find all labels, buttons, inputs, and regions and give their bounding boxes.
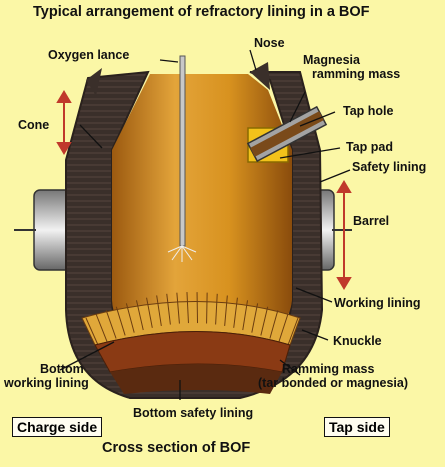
label-bottom-working-2: working lining: [4, 376, 89, 390]
tap-hole-shape: [246, 105, 328, 163]
brick-joint: [287, 317, 299, 346]
nose-left: [86, 68, 102, 96]
brick-joint: [251, 303, 259, 333]
left-trunnion: [14, 189, 73, 271]
label-magnesia-1: Magnesia: [303, 53, 360, 67]
label-bottom-safety: Bottom safety lining: [133, 406, 254, 420]
charge-side-box: Charge side: [12, 417, 103, 437]
oxygen-lance: [167, 55, 197, 262]
brick-joint: [224, 295, 228, 326]
brick-joint: [166, 293, 171, 325]
label-knuckle: Knuckle: [333, 334, 382, 348]
label-tap-hole: Tap hole: [343, 104, 394, 118]
label-ramming-2: (tar bonded or magnesia): [258, 376, 409, 390]
diagram-caption: Cross section of BOF: [102, 440, 251, 456]
brick-joint: [278, 313, 289, 342]
brick-joint: [115, 306, 126, 336]
label-barrel: Barrel: [353, 214, 390, 228]
brick-joint: [233, 297, 238, 328]
brick-joint: [146, 297, 153, 328]
brick-joint: [260, 306, 269, 336]
label-bottom-working-1: Bottom: [40, 362, 84, 376]
barrel-arrow: [336, 180, 352, 290]
brick-joint: [206, 292, 208, 324]
brick-joint: [85, 317, 99, 346]
brick-joint: [135, 300, 144, 331]
label-safety-lining: Safety lining: [352, 160, 427, 174]
label-cone: Cone: [18, 118, 50, 132]
brick-joint: [242, 300, 249, 331]
brick-joint: [125, 303, 135, 333]
label-magnesia-2: ramming mass: [312, 67, 401, 81]
cone-arrow: [56, 90, 72, 155]
label-working-lining: Working lining: [334, 296, 421, 310]
brick-joint: [105, 310, 117, 339]
vessel-interior: [112, 74, 292, 350]
label-nose: Nose: [254, 36, 285, 50]
brick-joint: [95, 313, 108, 342]
brick-joint: [176, 292, 180, 324]
brick-joint: [156, 295, 162, 327]
leader-lines: [59, 49, 351, 400]
tap-side-box: Tap side: [324, 417, 390, 437]
brick-joint: [269, 310, 279, 339]
nose-right: [250, 62, 270, 90]
brick-joint: [186, 292, 189, 324]
diagram-title: Typical arrangement of refractory lining…: [33, 4, 370, 20]
bottom-shell: [110, 364, 282, 394]
label-ramming-1: Ramming mass: [282, 362, 375, 376]
brick-joint: [215, 293, 218, 325]
bottom-brick-lines: [85, 292, 299, 346]
label-oxygen-lance: Oxygen lance: [48, 48, 130, 62]
label-tap-pad: Tap pad: [346, 140, 393, 154]
